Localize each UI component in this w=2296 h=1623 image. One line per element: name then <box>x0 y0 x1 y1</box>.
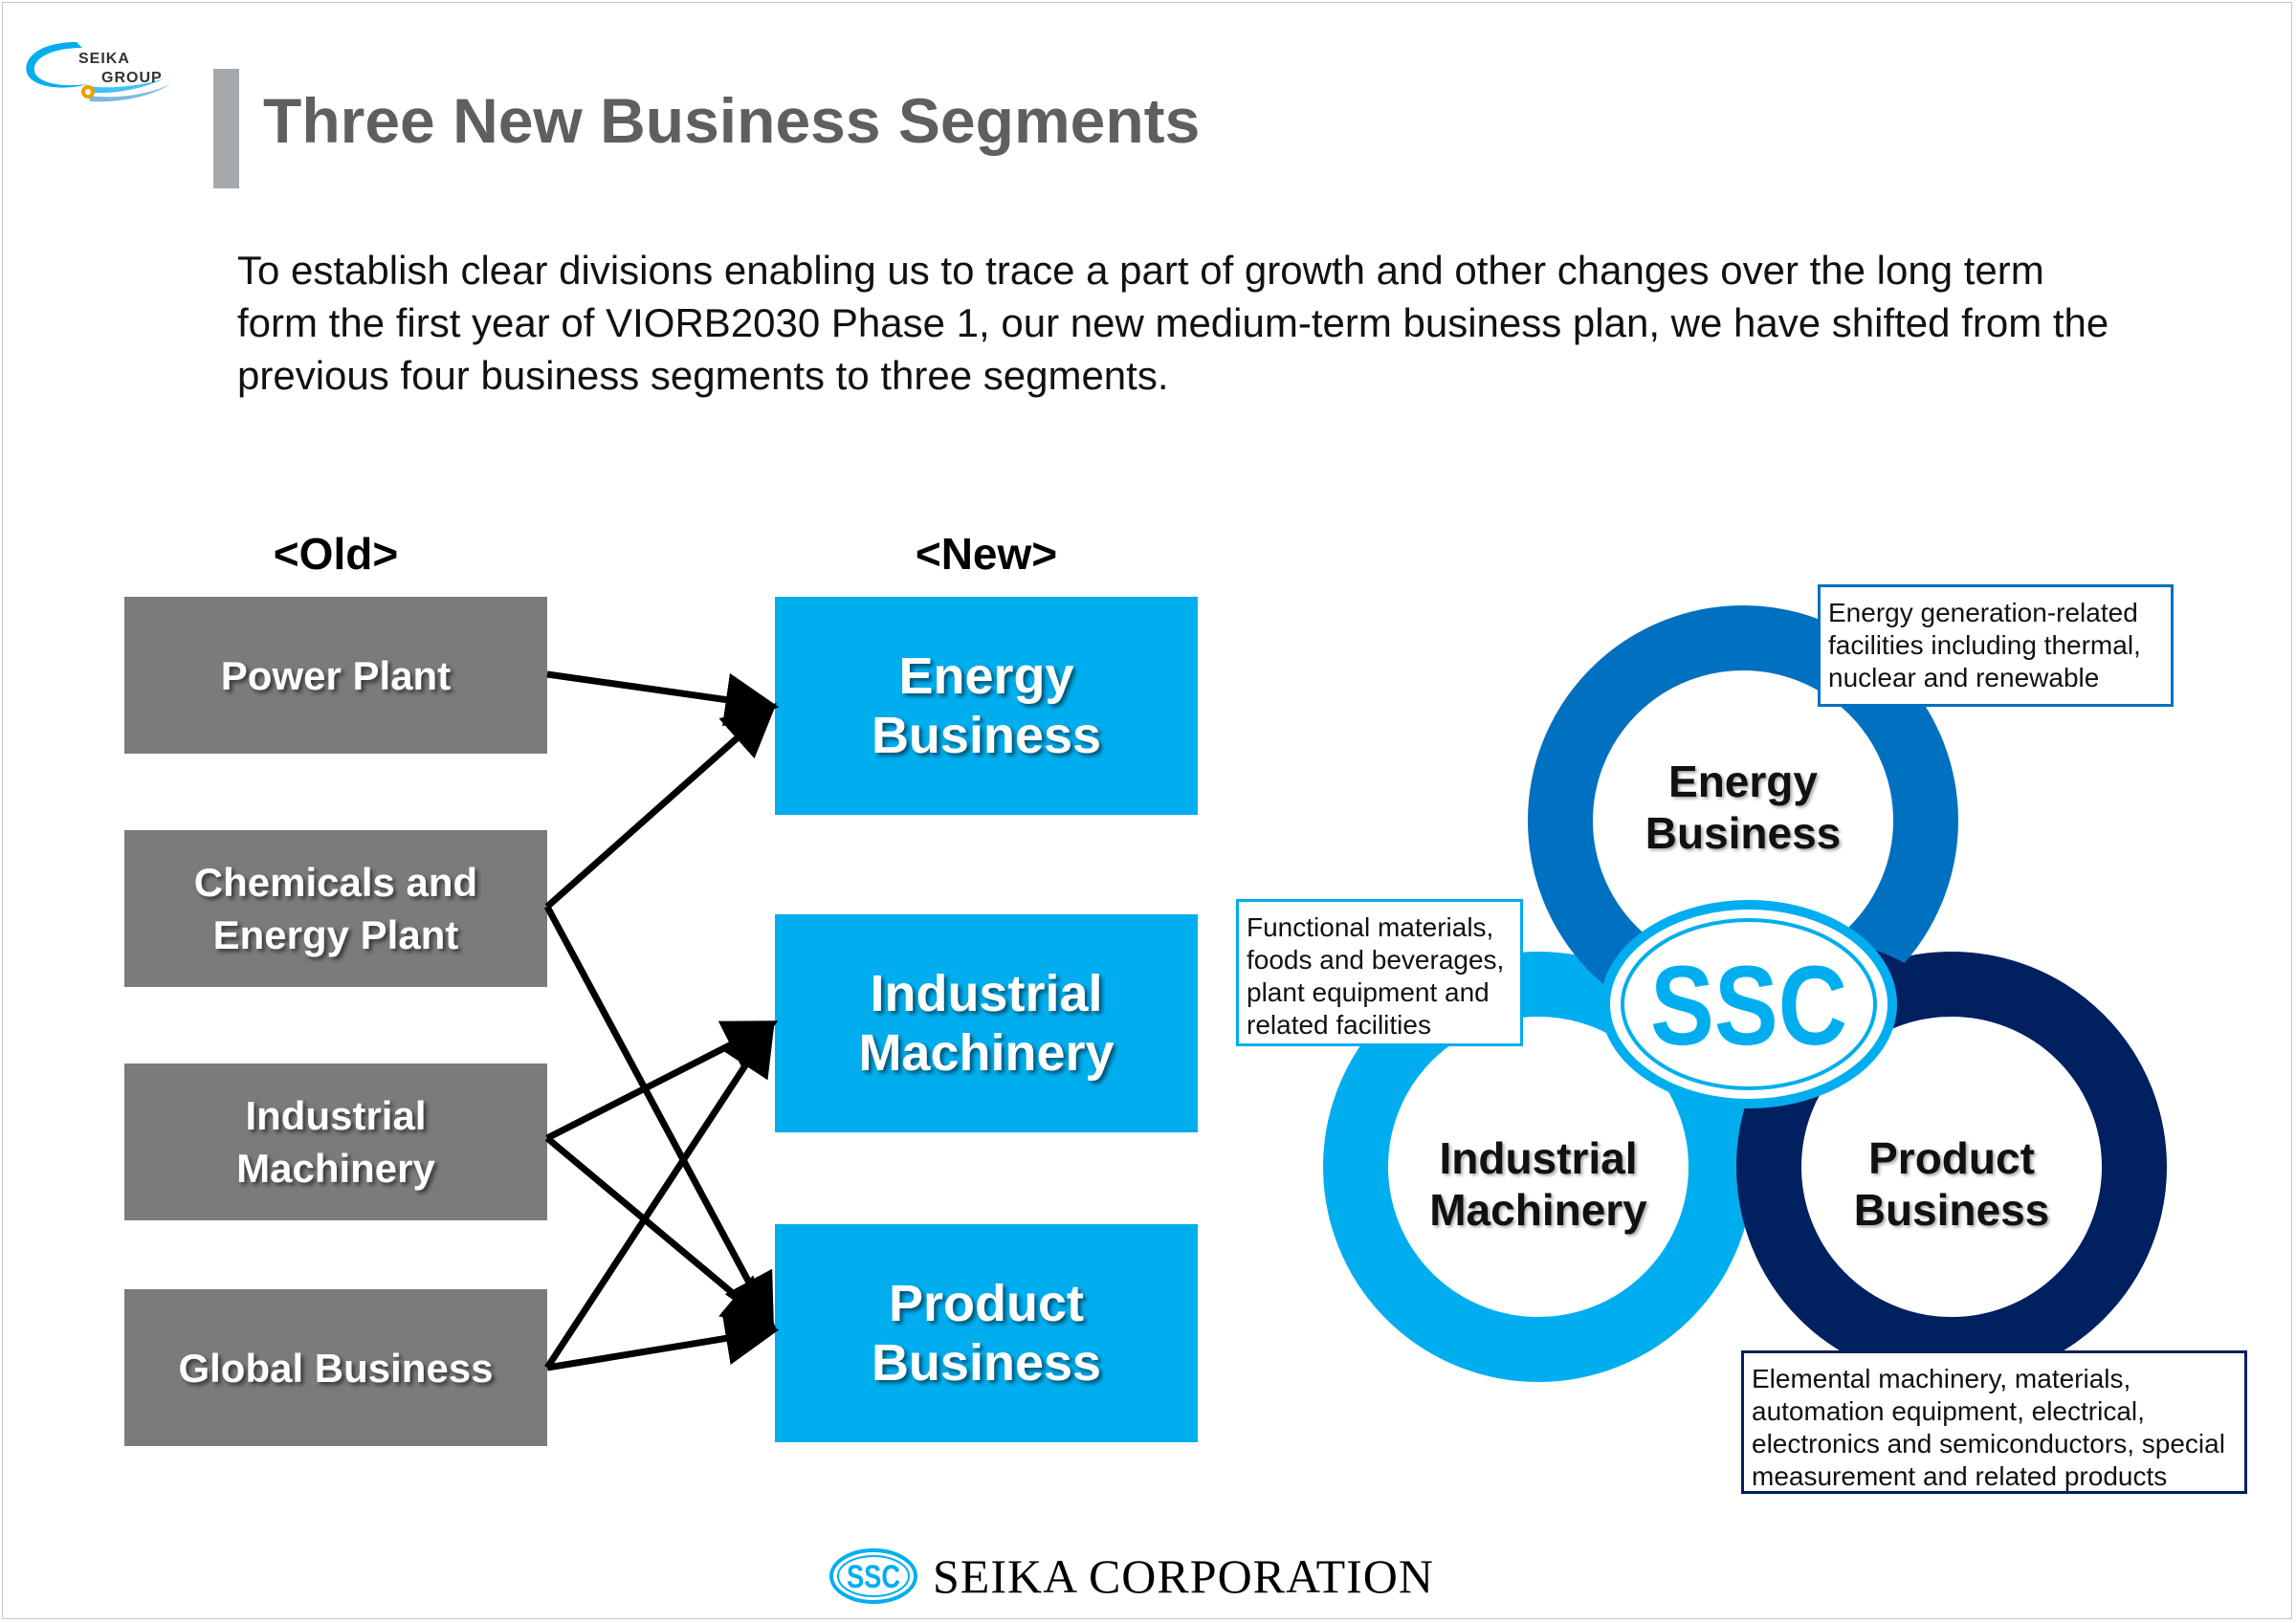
new-segment-label: Industrial <box>870 965 1103 1022</box>
old-segment-label: Chemicals and <box>193 860 478 905</box>
title-accent-bar <box>213 69 239 188</box>
arrow-global-to-industrial <box>544 1020 775 1370</box>
ring-industrial-machinery <box>1323 952 1754 1382</box>
ring-label-line: Business <box>1645 808 1842 858</box>
new-segment-label: Business <box>871 707 1102 764</box>
footer-brand: SSC SEIKA CORPORATION <box>828 1542 1434 1611</box>
ring-label-line: Industrial <box>1439 1133 1638 1183</box>
old-segment-label: Energy Plant <box>212 912 459 957</box>
callout-line: automation equipment, electrical, <box>1752 1396 2145 1426</box>
ssc-footer-text: SSC <box>847 1559 900 1595</box>
logo-text-group: GROUP <box>101 70 163 86</box>
new-segment-label: Machinery <box>858 1024 1115 1082</box>
new-segment-label: Business <box>871 1334 1102 1392</box>
arrow-power-plant-to-energy <box>546 670 780 727</box>
page-title: Three New Business Segments <box>263 85 1201 156</box>
arrow-chemicals-to-energy <box>544 703 777 910</box>
callout-line: Functional materials, <box>1247 912 1494 942</box>
intro-paragraph: To establish clear divisions enabling us… <box>237 248 2109 398</box>
callout-line: nuclear and renewable <box>1828 663 2100 692</box>
arrow-industrial-to-product <box>544 1135 778 1330</box>
old-segment-label: Global Business <box>178 1345 494 1391</box>
old-segment-power-plant: Power Plant <box>124 597 547 754</box>
ssc-center-logo: SSC <box>1601 900 1897 1108</box>
ring-label-line: Machinery <box>1429 1185 1647 1235</box>
ring-label-line: Business <box>1853 1185 2050 1235</box>
arrow-chemicals-to-product <box>543 905 774 1329</box>
ring-label-line: Energy <box>1668 757 1818 806</box>
old-segment-label: Power Plant <box>220 652 452 698</box>
ring-label-industrial-machinery: Industrial Machinery <box>1429 1132 1647 1236</box>
callout-energy-business: Energy generation-related facilities inc… <box>1818 584 2174 707</box>
ring-label-product-business: Product Business <box>1854 1132 2050 1236</box>
ring-product-business <box>1736 952 2167 1382</box>
new-segment-label: Product <box>888 1275 1084 1332</box>
seika-group-logo: SEIKA GROUP <box>26 42 170 102</box>
new-heading: <New> <box>915 529 1058 579</box>
callout-line: Energy generation-related <box>1828 598 2138 627</box>
old-heading: <Old> <box>273 529 399 579</box>
arrow-global-to-product <box>546 1311 780 1371</box>
logo-text-seika: SEIKA <box>78 51 130 67</box>
callout-line: Elemental machinery, materials, <box>1752 1364 2131 1393</box>
callout-product-business: Elemental machinery, materials, automati… <box>1741 1350 2247 1494</box>
callout-line: facilities including thermal, <box>1828 630 2141 660</box>
callout-line: related facilities <box>1247 1010 1431 1040</box>
company-name: SEIKA CORPORATION <box>933 1549 1435 1603</box>
callout-line: measurement and related products <box>1752 1461 2168 1491</box>
ssc-center-text: SSC <box>1650 943 1847 1069</box>
callout-line: plant equipment and <box>1247 977 1490 1007</box>
callout-industrial-machinery: Functional materials, foods and beverage… <box>1236 899 1523 1046</box>
callout-line: foods and beverages, <box>1247 945 1505 975</box>
old-segment-global-business: Global Business <box>124 1289 547 1446</box>
old-segment-label: Industrial <box>245 1093 427 1138</box>
old-segment-label: Machinery <box>236 1146 435 1191</box>
callout-line: electronics and semiconductors, special <box>1752 1429 2225 1459</box>
ssc-footer-logo: SSC <box>829 1548 917 1604</box>
ring-label-line: Product <box>1868 1133 2035 1183</box>
new-segment-label: Energy <box>898 647 1074 705</box>
ring-label-energy-business: Energy Business <box>1645 756 1842 859</box>
